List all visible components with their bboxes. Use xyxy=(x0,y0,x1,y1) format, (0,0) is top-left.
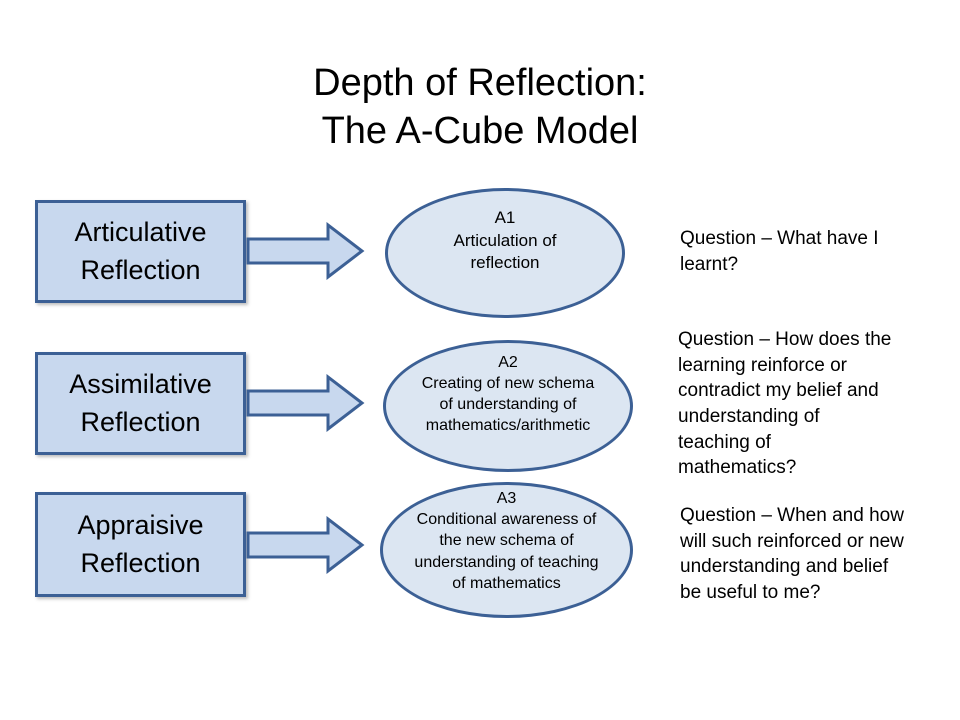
stage-box-articulative: Articulative Reflection xyxy=(35,200,246,303)
right-arrow-icon xyxy=(246,516,365,574)
question-text-a1: Question – What have I learnt? xyxy=(680,228,879,275)
stage-ellipse-a2: A2 Creating of new schema of understandi… xyxy=(383,340,633,472)
stage-ellipse-text: A1 Articulation of reflection xyxy=(453,208,557,273)
question-text-a3: Question – When and how will such reinfo… xyxy=(680,505,904,603)
stage-box-label: Assimilative Reflection xyxy=(69,368,212,437)
stage-box-assimilative: Assimilative Reflection xyxy=(35,352,246,455)
stage-box-label: Appraisive Reflection xyxy=(77,509,204,578)
stage-box-label: Articulative Reflection xyxy=(74,216,207,285)
stage-ellipse-text: A2 Creating of new schema of understandi… xyxy=(421,353,595,435)
question-text-a2: Question – How does the learning reinfor… xyxy=(678,329,892,479)
right-arrow-icon xyxy=(246,374,365,432)
slide-title: Depth of Reflection: The A-Cube Model xyxy=(313,62,647,152)
stage-ellipse-text: A3 Conditional awareness of the new sche… xyxy=(414,490,599,592)
stage-ellipse-a1: A1 Articulation of reflection xyxy=(385,188,625,318)
right-arrow-icon xyxy=(246,222,365,280)
stage-box-appraisive: Appraisive Reflection xyxy=(35,492,246,597)
stage-ellipse-a3: A3 Conditional awareness of the new sche… xyxy=(380,482,633,618)
